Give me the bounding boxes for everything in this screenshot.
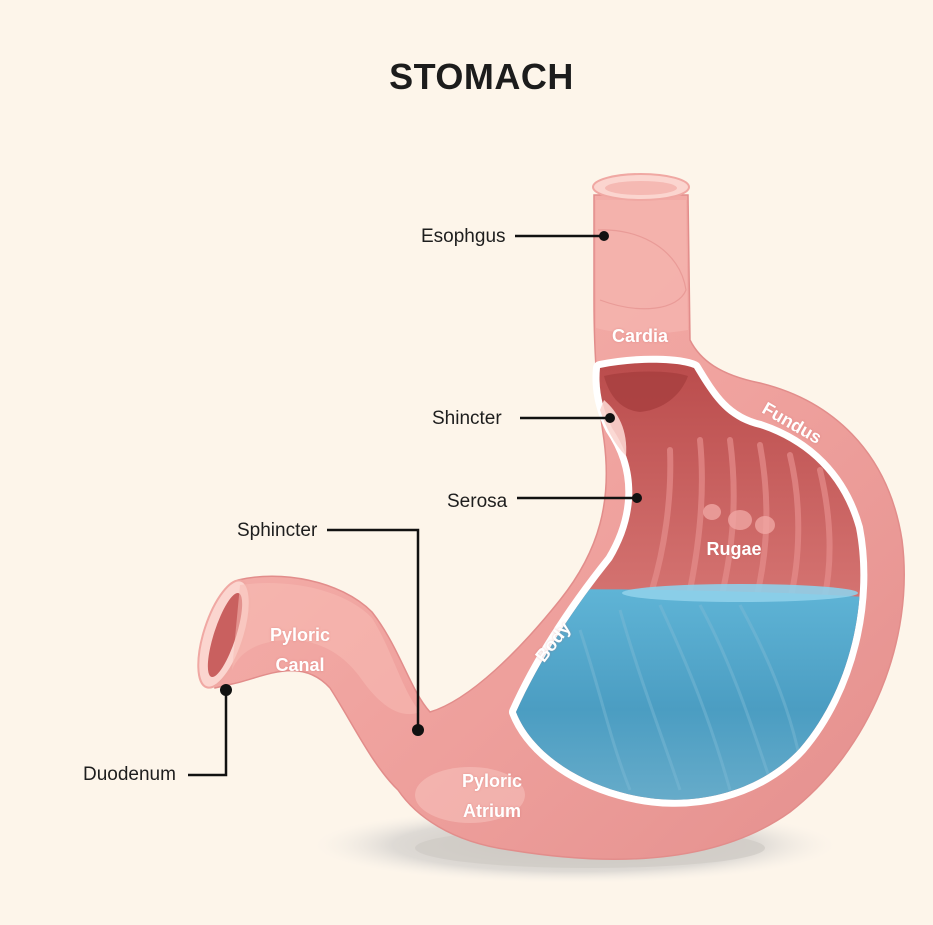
label-pyloric-canal: Pyloric Canal	[258, 620, 342, 680]
pointer-duodenum	[188, 690, 228, 777]
label-cardia: Cardia	[611, 326, 669, 346]
duodenum-opening-inner	[207, 593, 243, 677]
label-pyloric-atrium-line1: Pyloric	[461, 771, 523, 791]
esophagus-fold	[597, 229, 687, 310]
pointer-dots	[220, 231, 642, 736]
label-shincter: Shincter	[432, 408, 502, 429]
cardia-flap	[604, 371, 688, 412]
fluid-surface	[622, 584, 858, 602]
label-rugae: Rugae	[706, 539, 762, 559]
label-pyloric-canal-line1: Pyloric	[269, 625, 331, 645]
label-duodenum: Duodenum	[83, 764, 176, 785]
pointer-lines	[188, 234, 637, 777]
sphincter-fold	[600, 400, 627, 456]
label-pyloric-atrium-line2: Atrium	[463, 801, 521, 821]
esophagus-opening-inner	[605, 181, 677, 195]
esophagus-tube	[596, 200, 688, 334]
label-esophagus: Esophgus	[421, 226, 506, 247]
label-pyloric-canal-line2: Canal	[275, 655, 325, 675]
fluid-streaks	[578, 604, 802, 791]
label-serosa: Serosa	[447, 491, 508, 512]
diagram-title: STOMACH	[389, 56, 574, 97]
atrium-wrinkle	[415, 767, 525, 823]
rugae-bumps	[703, 504, 775, 534]
pyloric-canal-shade	[232, 583, 420, 715]
label-sphincter: Sphincter	[237, 520, 318, 541]
label-pyloric-atrium: Pyloric Atrium	[450, 766, 534, 826]
pointer-sphincter	[327, 528, 420, 730]
